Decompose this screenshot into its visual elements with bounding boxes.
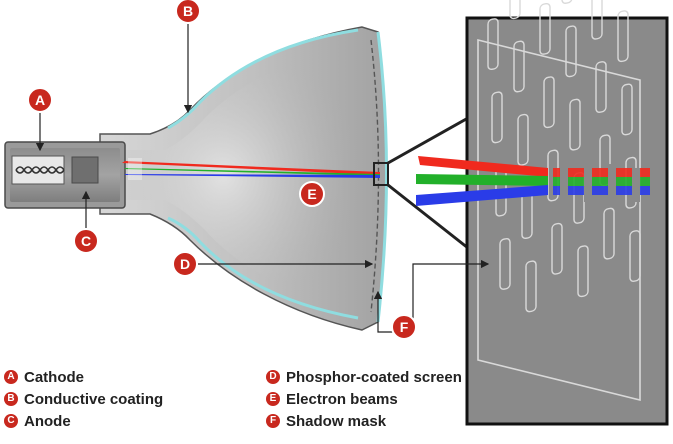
legend-badge: E	[266, 392, 280, 406]
callout-D: D	[172, 251, 198, 277]
inset-beam-blue-through	[553, 186, 650, 195]
mask-slot	[591, 0, 603, 40]
legend-label: Electron beams	[286, 390, 398, 408]
inset-beam-green	[416, 174, 548, 186]
legend-item-phosphor-screen: D Phosphor-coated screen	[266, 366, 462, 388]
mask-bar	[560, 164, 568, 198]
mask-bar	[584, 168, 592, 202]
mask-overlap-bars	[560, 164, 640, 202]
legend-label: Anode	[24, 412, 71, 430]
legend-item-shadow-mask: F Shadow mask	[266, 410, 462, 432]
mask-slot	[577, 245, 589, 298]
zoom-line-bottom	[387, 183, 469, 250]
mask-slot	[525, 260, 537, 313]
mask-slot	[509, 0, 521, 20]
mask-slot	[595, 61, 607, 113]
legend-badge: D	[266, 370, 280, 384]
beam-green	[124, 168, 380, 176]
callout-E: E	[299, 181, 325, 207]
legend-item-anode: C Anode	[4, 410, 163, 432]
mask-slot	[543, 76, 555, 129]
callout-B-label: B	[183, 3, 193, 19]
callout-D-label: D	[180, 256, 190, 272]
mask-slot	[603, 207, 615, 260]
mask-slot	[551, 222, 563, 275]
shadow-mask-inset	[465, 16, 669, 426]
callout-F-label: F	[400, 319, 409, 335]
beam-red	[122, 161, 380, 175]
mask-slot	[487, 18, 499, 71]
legend-item-conductive-coating: B Conductive coating	[4, 388, 163, 410]
mask-slot	[517, 113, 529, 166]
legend-badge: B	[4, 392, 18, 406]
mask-slot	[565, 25, 577, 78]
legend-badge: A	[4, 370, 18, 384]
beam-glow	[128, 158, 142, 180]
callout-F: F	[391, 314, 417, 340]
legend-badge: C	[4, 414, 18, 428]
legend-badge: F	[266, 414, 280, 428]
callout-A-label: A	[35, 92, 45, 108]
mask-slot	[539, 2, 551, 55]
mask-slot	[491, 91, 503, 144]
mask-bar	[632, 168, 640, 202]
anode	[71, 156, 99, 184]
callout-A: A	[27, 87, 53, 113]
zoom-line-top	[387, 116, 469, 165]
legend-label: Phosphor-coated screen	[286, 368, 462, 386]
conductive-coating-lower	[167, 216, 359, 320]
legend-label: Conductive coating	[24, 390, 164, 408]
shadow-mask-line	[370, 39, 380, 313]
legend-item-cathode: A Cathode	[4, 366, 163, 388]
legend-item-electron-beams: E Electron beams	[266, 388, 462, 410]
conductive-coating	[167, 28, 359, 130]
legend-right: D Phosphor-coated screen E Electron beam…	[266, 366, 462, 432]
mask-slot	[617, 10, 629, 63]
mask-slot	[513, 40, 525, 93]
phosphor-screen	[376, 31, 388, 323]
callout-C-label: C	[81, 233, 91, 249]
mask-slot	[569, 98, 581, 151]
inset-beam-red-through	[553, 168, 650, 177]
mask-slot	[561, 0, 573, 4]
callout-E-label: E	[307, 186, 316, 202]
inset-beam-red	[418, 156, 548, 177]
legend-label: Shadow mask	[286, 412, 387, 430]
mask-slot	[499, 238, 511, 290]
beam-blue	[124, 174, 380, 178]
mask-frame	[477, 38, 641, 402]
mask-slot	[621, 83, 633, 136]
cathode-filament-2	[15, 166, 65, 174]
legend-left: A Cathode B Conductive coating C Anode	[4, 366, 163, 432]
inset-beam-green-through	[553, 177, 650, 186]
legend-label: Cathode	[24, 368, 84, 386]
mask-bar	[608, 164, 616, 198]
callout-C: C	[73, 228, 99, 254]
zoom-box	[373, 162, 389, 186]
inset-beam-blue	[416, 185, 548, 206]
callout-B: B	[175, 0, 201, 24]
